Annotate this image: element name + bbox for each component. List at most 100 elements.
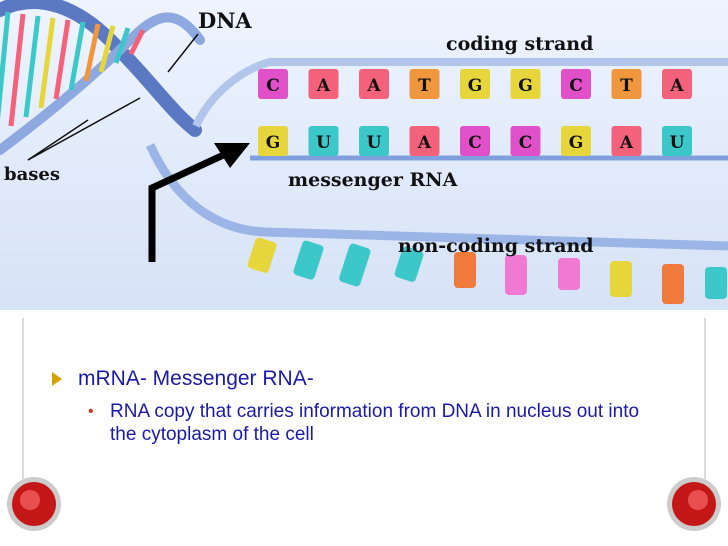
helix-rungs <box>0 11 146 127</box>
base-letter: C <box>468 133 482 153</box>
base-letter: C <box>519 133 533 153</box>
helix-rung <box>128 28 146 56</box>
bullet-mrna-description-text: RNA copy that carries information from D… <box>110 401 640 445</box>
base-tile <box>409 69 440 99</box>
non-coding-base <box>247 237 277 273</box>
helix-rung <box>0 11 11 120</box>
base-letter: C <box>569 76 583 96</box>
base-letter: T <box>620 76 633 96</box>
decorative-red-knob-right <box>667 477 721 531</box>
mrna-base: C <box>510 126 541 156</box>
coding-base: A <box>308 69 339 99</box>
helix-rung <box>38 17 56 109</box>
helix-rung <box>68 21 86 91</box>
mrna-base: U <box>359 126 389 156</box>
coding-base: C <box>258 69 288 99</box>
mrna-base: U <box>308 126 339 156</box>
helix-rung <box>98 25 116 73</box>
bullet-mrna-description: • RNA copy that carries information from… <box>88 400 648 446</box>
non-coding-base <box>339 243 371 287</box>
base-tile <box>510 126 541 156</box>
non-coding-strand-backbone <box>145 143 728 251</box>
coding-base: T <box>409 69 440 99</box>
non-coding-base <box>610 261 632 297</box>
helix-backbone <box>0 12 205 155</box>
base-letter: G <box>468 76 483 96</box>
helix-rung <box>53 19 71 100</box>
dna-helix <box>0 0 205 155</box>
base-tile <box>308 69 339 99</box>
base-letter: G <box>266 133 281 153</box>
base-letter: T <box>418 76 431 96</box>
non-coding-base <box>705 267 727 299</box>
base-cylinder <box>293 240 324 280</box>
base-cylinder <box>505 255 527 295</box>
base-tile <box>460 126 490 156</box>
bullet-mrna-text: mRNA- Messenger RNA- <box>78 367 314 390</box>
non-coding-base <box>394 246 424 282</box>
base-tile <box>510 69 541 99</box>
bullet-arrow-icon <box>52 372 62 386</box>
non-coding-base <box>662 264 684 304</box>
non-coding-base <box>558 258 580 290</box>
mrna-base: C <box>460 126 490 156</box>
base-tile <box>258 126 288 156</box>
base-tile <box>409 126 440 156</box>
helix-rung <box>8 13 26 127</box>
mrna-base: A <box>409 126 440 156</box>
non-coding-base <box>454 252 476 288</box>
base-cylinder <box>662 264 684 304</box>
base-letter: G <box>518 76 533 96</box>
base-tile <box>561 126 591 156</box>
frame-left-border <box>22 318 24 488</box>
coding-base: G <box>510 69 541 99</box>
knob-highlight <box>20 490 40 510</box>
coding-base: T <box>611 69 642 99</box>
base-letter: A <box>417 133 432 153</box>
coding-base: C <box>561 69 591 99</box>
non-coding-strand-label: non-coding strand <box>398 235 594 257</box>
helix-rung <box>113 27 131 64</box>
base-tile <box>258 69 288 99</box>
base-letter: U <box>670 133 685 153</box>
arrow-head <box>214 143 250 168</box>
bases-pointer-line <box>27 97 141 161</box>
bullet-dot-icon: • <box>88 403 94 420</box>
base-tile <box>611 69 642 99</box>
mrna-base: U <box>662 126 692 156</box>
non-coding-base <box>505 255 527 295</box>
base-cylinder <box>339 243 371 287</box>
coding-strand-label: coding strand <box>446 33 593 55</box>
base-tile <box>662 126 692 156</box>
dna-label: DNA <box>198 8 252 33</box>
base-letter: C <box>266 76 280 96</box>
coding-base: G <box>460 69 490 99</box>
non-coding-strand-bases <box>247 237 727 304</box>
coding-strand-backbone <box>192 58 728 128</box>
mrna-base: G <box>561 126 591 156</box>
base-letter: U <box>367 133 382 153</box>
base-letter: A <box>619 133 634 153</box>
base-cylinder <box>558 258 580 290</box>
base-tile <box>611 126 642 156</box>
base-tile <box>662 69 692 99</box>
base-letter: U <box>316 133 331 153</box>
bases-pointer-line <box>27 119 89 161</box>
base-cylinder <box>610 261 632 297</box>
base-letter: G <box>569 133 584 153</box>
bullet-mrna: mRNA- Messenger RNA- <box>52 367 314 391</box>
mrna-base: A <box>611 126 642 156</box>
messenger-rna-label: messenger RNA <box>288 169 458 191</box>
transcription-arrow <box>148 143 250 262</box>
slide-content-panel <box>0 312 728 546</box>
base-cylinder <box>247 237 277 273</box>
base-cylinder <box>454 252 476 288</box>
base-cylinder <box>394 246 424 282</box>
decorative-red-knob-left <box>7 477 61 531</box>
base-letter: A <box>366 76 381 96</box>
frame-right-border <box>704 318 706 488</box>
base-cylinder <box>705 267 727 299</box>
